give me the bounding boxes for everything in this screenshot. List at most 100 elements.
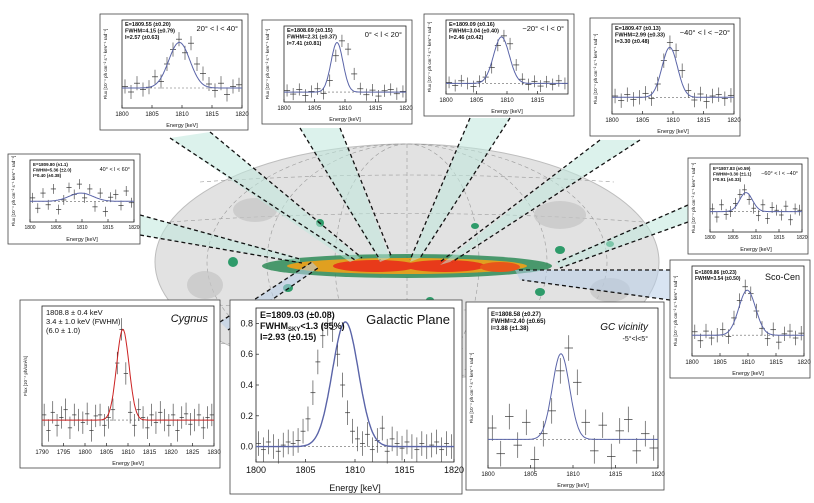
annotation-line: 1808.8 ± 0.4 keV (46, 308, 103, 317)
panel-frame (19, 299, 221, 469)
region-label: 0° < l < 20° (365, 30, 402, 39)
annotation-line: E=1809.09 (±0.16) (449, 22, 495, 28)
x-axis-label: Energy [keV] (732, 371, 764, 377)
x-tick-label: 1810 (345, 465, 365, 475)
galactic-plane-emission (262, 254, 552, 278)
y-axis-label: Flux [10⁻⁴ ph cm⁻² s⁻¹ keV⁻¹ rad⁻¹] (691, 163, 696, 234)
annotation-line: E=1809.03 (±0.08) (260, 310, 335, 320)
annotation-line: FWHM=3.54 (±0.50) (695, 276, 741, 282)
cone-edge-15 (219, 261, 313, 323)
cone-edge-7 (451, 139, 641, 263)
region-label: −40° < l < −20° (680, 28, 730, 37)
x-tick-label: 1805 (636, 118, 650, 124)
y-axis-label: Flux [10⁻⁴ ph/cm²/s] (23, 356, 28, 396)
y-tick-label: 0.6 (240, 349, 253, 359)
x-tick-label: 1810 (175, 112, 189, 118)
y-axis-label: Flux [10⁻⁴ ph cm⁻² s⁻¹ keV⁻¹ rad⁻¹] (11, 156, 16, 227)
x-tick-label: 1810 (741, 360, 755, 366)
x-tick-label: 1800 (685, 360, 699, 366)
annotation-line: 3.4 ± 1.0 keV (FWHM) (46, 317, 121, 326)
annotation-line: E=1809.80 (±1.1) (33, 162, 68, 167)
x-tick-label: 1790 (35, 450, 49, 456)
panel-frame (261, 19, 413, 125)
x-tick-label: 1810 (338, 106, 352, 112)
y-axis-label: Flux [10⁻⁴ ph cm⁻² s⁻¹ keV⁻¹ rad⁻¹] (469, 353, 474, 424)
fit-curve (256, 321, 454, 448)
fit-curve (710, 192, 802, 213)
annotation-line: E=1807.83 (±0.59) (713, 166, 751, 171)
y-tick-label: 0.8 (240, 318, 253, 328)
x-tick-label: 1805 (100, 450, 114, 456)
x-axis-label: Energy [keV] (166, 123, 198, 129)
x-tick-label: 1805 (295, 465, 315, 475)
annotation-line: FWHM=2.31 (±0.37) (287, 35, 337, 41)
y-axis-label: Flux [10⁻⁴ ph cm⁻² s⁻¹ keV⁻¹ rad⁻¹] (265, 29, 270, 100)
cone-edge-2 (299, 127, 381, 261)
annotation-line: E=1809.47 (±0.13) (615, 26, 661, 32)
annotation-line: E=1808.69 (±0.15) (287, 28, 333, 34)
annotation-line: I=2.93 (±0.15) (260, 332, 316, 342)
region-label: 40° < l < 60° (100, 167, 130, 173)
region-label: -5°<l<5° (623, 335, 649, 343)
fit-curve (612, 46, 734, 98)
x-tick-label: 1800 (24, 225, 35, 231)
x-tick-label: 1815 (769, 360, 783, 366)
cone-edge-13 (521, 279, 671, 301)
x-tick-label: 1820 (164, 450, 178, 456)
x-tick-label: 1805 (713, 360, 727, 366)
x-axis-label: Energy [keV] (66, 237, 98, 243)
annotation-line: FWHM=5.36 (±2.0) (33, 168, 72, 173)
x-tick-label: 1820 (797, 360, 811, 366)
annotation-line: I=0.91 (±0.33) (713, 177, 742, 182)
annotation-line: FWHM=3.30 (±1.1) (713, 172, 752, 177)
cone-edge-11 (559, 221, 689, 269)
cone-edge-3 (339, 127, 393, 259)
x-tick-label: 1815 (609, 472, 623, 478)
x-tick-label: 1815 (773, 235, 784, 241)
fit-curve (122, 41, 242, 89)
x-tick-label: 1820 (399, 106, 413, 112)
x-tick-label: 1810 (76, 225, 87, 231)
annotation-line: FWHM=3.04 (±0.40) (449, 29, 499, 35)
x-axis-label: Energy [keV] (740, 247, 772, 253)
region-cones (139, 117, 689, 331)
region-label: Galactic Plane (366, 312, 450, 327)
cone-6 (515, 270, 670, 300)
x-tick-label: 1810 (566, 472, 580, 478)
region-label: −60° < l < −40° (761, 171, 798, 177)
x-axis-label: Energy [keV] (557, 483, 589, 489)
y-axis-label: Flux [10⁻⁴ ph cm⁻² s⁻¹ keV⁻¹ rad⁻¹] (673, 276, 678, 347)
x-tick-label: 1820 (796, 235, 807, 241)
cone-edge-1 (209, 131, 363, 259)
annotation-line: (6.0 ± 1.0) (46, 326, 81, 335)
cone-2 (410, 118, 510, 262)
cone-edge-0 (169, 137, 356, 261)
x-tick-label: 1820 (651, 472, 665, 478)
annotation-line: I=3.88 (±1.38) (491, 326, 528, 332)
fit-curve (30, 192, 134, 202)
cone-edge-4 (409, 117, 471, 261)
cone-edge-6 (439, 139, 601, 263)
x-tick-label: 1800 (115, 112, 129, 118)
y-axis-label: Flux [10⁻⁴ ph cm⁻² s⁻¹ keV⁻¹ rad⁻¹] (593, 34, 598, 105)
y-tick-label: 0.2 (240, 411, 253, 421)
y-tick-label: 0.4 (240, 380, 253, 390)
fit-curve (284, 42, 406, 93)
fit-curve (692, 289, 804, 336)
x-tick-label: 1820 (235, 112, 249, 118)
x-tick-label: 1820 (444, 465, 464, 475)
x-tick-label: 1810 (750, 235, 761, 241)
x-tick-label: 1815 (143, 450, 157, 456)
region-label: Sco-Cen (765, 272, 800, 282)
x-tick-label: 1820 (727, 118, 741, 124)
annotation-line: E=1809.86 (±0.23) (695, 270, 737, 276)
x-tick-label: 1805 (308, 106, 322, 112)
y-axis-label: Flux [10⁻⁴ ph cm⁻² s⁻¹ keV⁻¹ rad⁻¹] (427, 22, 432, 93)
panel-frame (99, 13, 249, 131)
